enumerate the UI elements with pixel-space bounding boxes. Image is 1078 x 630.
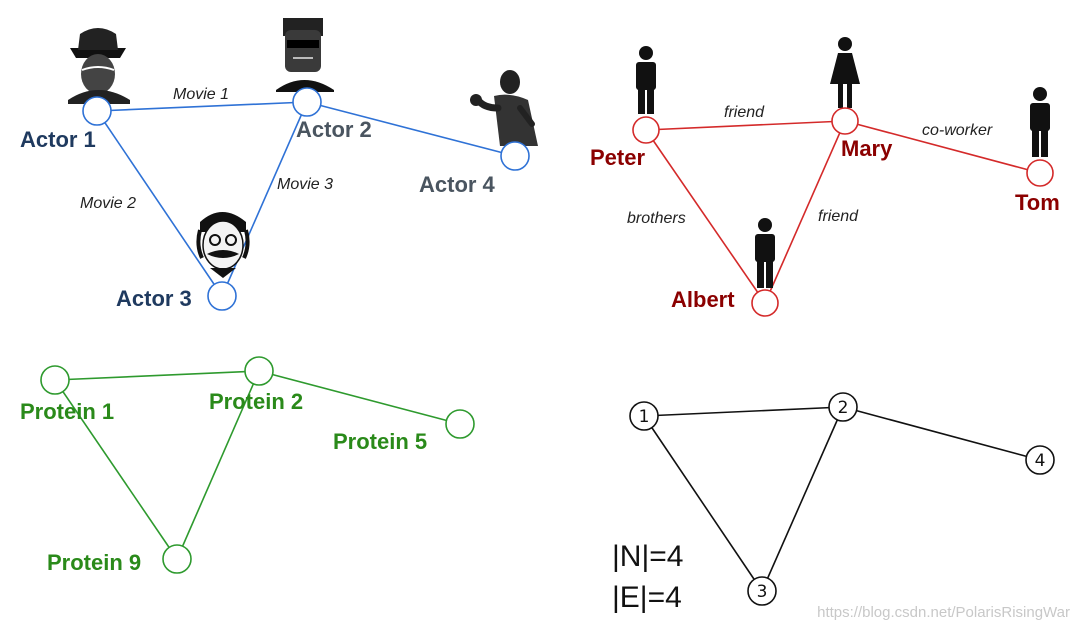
actor-edge-1-3 (96, 110, 223, 297)
actor-4-label: Actor 4 (419, 172, 496, 197)
social-node-mary (831, 107, 859, 135)
actor-3-label: Actor 3 (116, 286, 192, 311)
actor-node-4 (500, 141, 530, 171)
movie-1-label: Movie 1 (173, 86, 229, 103)
actor-edge-2-3 (221, 101, 308, 297)
abstract-edge-2-3 (761, 406, 844, 592)
social-node-albert (751, 289, 779, 317)
movie-2-label: Movie 2 (80, 195, 136, 212)
abstract-node-1-label: 1 (639, 407, 650, 427)
actor-node-1 (82, 96, 112, 126)
abstract-node-4-label: 4 (1035, 451, 1046, 471)
protein-node-2 (244, 356, 274, 386)
protein-edge-2-5 (258, 370, 461, 425)
social-edge-mary-tom (844, 120, 1041, 174)
man-silhouette-icon (636, 46, 656, 114)
social-graph: Peter Mary Albert Tom friend brothers fr… (590, 37, 1060, 317)
node-count-label: |N|=4 (612, 540, 683, 573)
brothers-label: brothers (627, 210, 686, 227)
protein-edge-1-9 (54, 379, 178, 560)
abstract-node-2-label: 2 (838, 398, 849, 418)
tom-label: Tom (1015, 190, 1060, 215)
actor-edge-1-2 (96, 101, 308, 112)
social-edge-mary-albert (764, 120, 846, 304)
hat-man-portrait-icon (68, 28, 130, 104)
social-edge-peter-albert (645, 129, 766, 304)
edge-count-label: |E|=4 (612, 581, 682, 614)
abstract-edge-1-3 (643, 415, 763, 592)
social-edge-peter-mary (645, 120, 846, 131)
albert-label: Albert (671, 287, 735, 312)
protein-9-label: Protein 9 (47, 550, 141, 575)
mary-label: Mary (841, 136, 893, 161)
protein-node-1 (40, 365, 70, 395)
man-silhouette-icon (755, 218, 775, 288)
protein-graph: Protein 1 Protein 2 Protein 5 Protein 9 (20, 356, 475, 575)
actor-1-label: Actor 1 (20, 127, 96, 152)
martial-artist-portrait-icon (470, 70, 538, 146)
woman-silhouette-icon (830, 37, 860, 108)
abstract-edge-1-2 (643, 406, 844, 417)
abstract-node-3-label: 3 (757, 582, 768, 602)
abstract-edge-2-4 (842, 406, 1041, 461)
abstract-node-3 (747, 576, 777, 606)
movie-3-label: Movie 3 (277, 176, 333, 193)
actor-node-2 (292, 87, 322, 117)
sunglasses-man-portrait-icon (276, 18, 334, 92)
abstract-graph: 1 2 3 4 |N|=4 |E|=4 (612, 392, 1055, 614)
protein-edge-1-2 (54, 370, 260, 381)
friend-label-1: friend (724, 104, 765, 121)
social-node-tom (1026, 159, 1054, 187)
protein-2-label: Protein 2 (209, 389, 303, 414)
abstract-node-2 (828, 392, 858, 422)
mustache-man-portrait-icon (196, 212, 250, 278)
actor-2-label: Actor 2 (296, 117, 372, 142)
protein-node-5 (445, 409, 475, 439)
actor-node-3 (207, 281, 237, 311)
social-node-peter (632, 116, 660, 144)
man-silhouette-icon (1030, 87, 1050, 157)
actor-graph: Actor 1 Actor 2 Actor 3 Actor 4 Movie 1 … (20, 18, 538, 311)
actor-edge-2-4 (306, 101, 516, 157)
protein-edge-2-9 (176, 370, 260, 560)
watermark: https://blog.csdn.net/PolarisRisingWar (817, 604, 1070, 621)
protein-5-label: Protein 5 (333, 429, 427, 454)
friend-label-2: friend (818, 208, 859, 225)
protein-1-label: Protein 1 (20, 399, 114, 424)
peter-label: Peter (590, 145, 645, 170)
abstract-node-4 (1025, 445, 1055, 475)
abstract-node-1 (629, 401, 659, 431)
protein-node-9 (162, 544, 192, 574)
coworker-label: co-worker (922, 122, 993, 139)
